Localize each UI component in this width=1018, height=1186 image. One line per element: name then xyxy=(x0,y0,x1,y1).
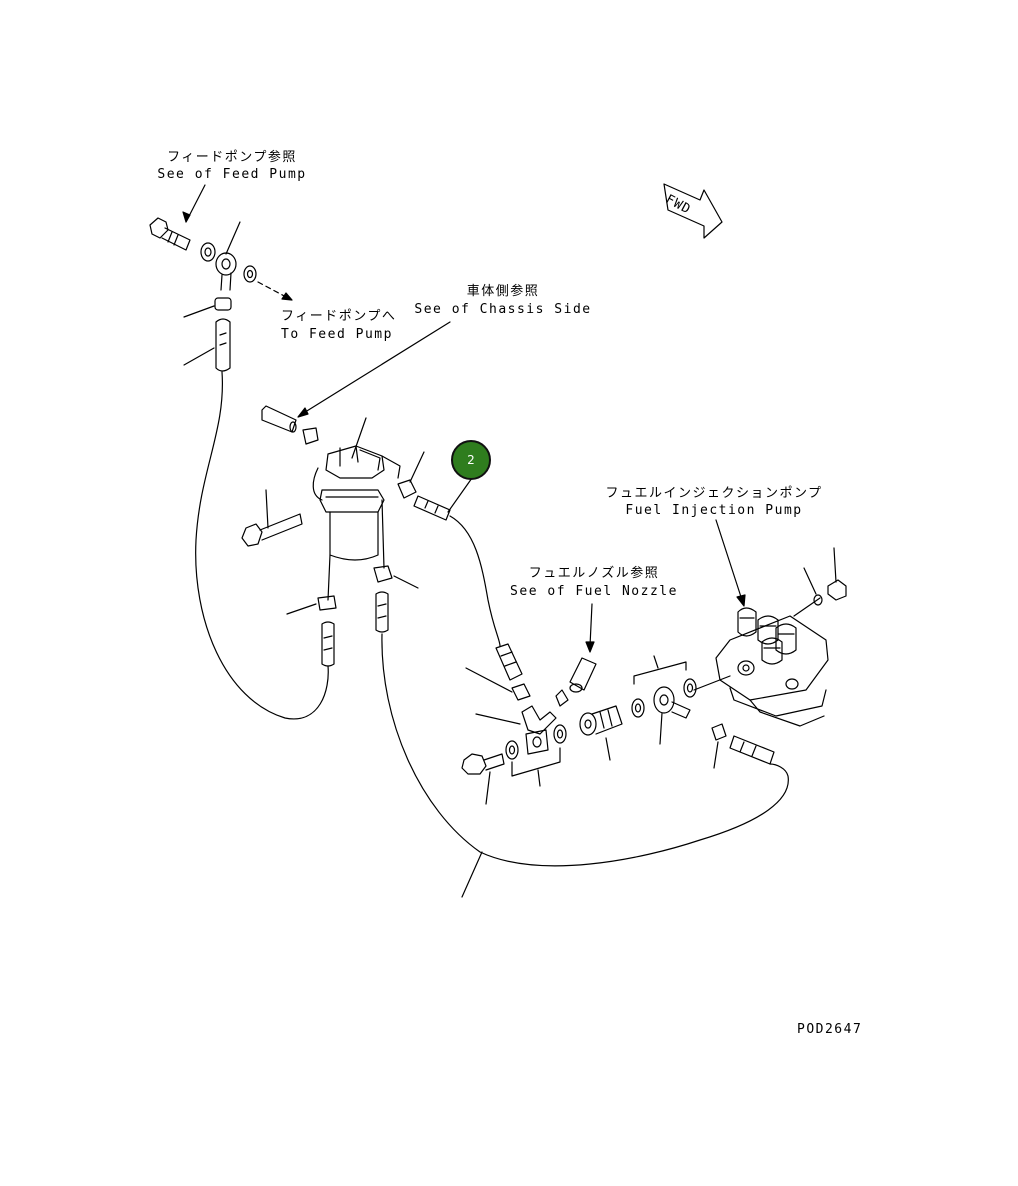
connector-chassis xyxy=(261,405,319,445)
label-to-feed-pump-jp: フィードポンプへ xyxy=(281,309,397,324)
washer-center-1 xyxy=(505,740,519,760)
feed-pump-leader-arrow xyxy=(182,184,206,223)
hollow-screw xyxy=(579,705,623,761)
washer-center-2 xyxy=(553,724,567,744)
hose-callout-2 xyxy=(413,477,501,647)
clip-bottom-right xyxy=(711,723,727,769)
banjo-block-center xyxy=(525,729,549,755)
bolt-center xyxy=(461,753,505,805)
fuel-filter xyxy=(241,417,401,601)
label-fuel-nozzle-en: See of Fuel Nozzle xyxy=(510,584,678,599)
label-to-feed-pump-en: To Feed Pump xyxy=(281,327,393,342)
label-injection-pump-en: Fuel Injection Pump xyxy=(625,503,803,518)
hose-bottom-right xyxy=(729,735,775,765)
to-feed-pump-arrow xyxy=(257,281,293,301)
banjo-fitting-top xyxy=(215,221,241,291)
fuel-injection-pump xyxy=(693,519,829,727)
label-chassis-en: See of Chassis Side xyxy=(414,302,592,317)
bracket-right xyxy=(633,661,687,685)
label-injection-pump-jp: フュエルインジェクションポンプ xyxy=(605,486,823,501)
hose-left-upper xyxy=(183,318,231,372)
label-feed-pump-jp: フィードポンプ参照 xyxy=(167,150,297,165)
washer-top-2 xyxy=(243,265,257,283)
callout-2[interactable]: 2 xyxy=(451,440,491,480)
washer-right-2 xyxy=(683,678,697,698)
clip-under-filter-right xyxy=(373,565,419,589)
chassis-leader-arrow xyxy=(297,321,451,418)
banjo-fitting-right xyxy=(653,686,691,745)
nozzle-connector xyxy=(555,657,597,707)
banjo-bolt-top xyxy=(149,217,191,251)
clip-top-left xyxy=(183,297,232,318)
hose-under-filter-right xyxy=(375,591,389,633)
fuel-line-left-loop xyxy=(195,371,329,720)
label-feed-pump-en: See of Feed Pump xyxy=(157,167,307,182)
clip-under-filter-left xyxy=(286,595,337,615)
bolt-right-small xyxy=(803,547,847,606)
elbow-fitting xyxy=(475,705,557,735)
drawing-id: POD2647 xyxy=(797,1022,863,1037)
washer-top-1 xyxy=(200,242,216,262)
label-fuel-nozzle-jp: フュエルノズル参照 xyxy=(528,566,660,581)
clip-center xyxy=(465,667,531,701)
clip-filter-right xyxy=(397,451,425,499)
hose-center xyxy=(495,643,523,681)
hose-under-filter-left xyxy=(321,621,335,667)
fuel-nozzle-leader-arrow xyxy=(585,603,595,653)
fwd-arrow-icon xyxy=(663,183,723,239)
label-chassis-jp: 車体側参照 xyxy=(466,284,540,299)
bracket-center xyxy=(511,747,561,777)
washer-right-1 xyxy=(631,698,645,718)
fuel-line-bottom-loop xyxy=(381,633,789,867)
